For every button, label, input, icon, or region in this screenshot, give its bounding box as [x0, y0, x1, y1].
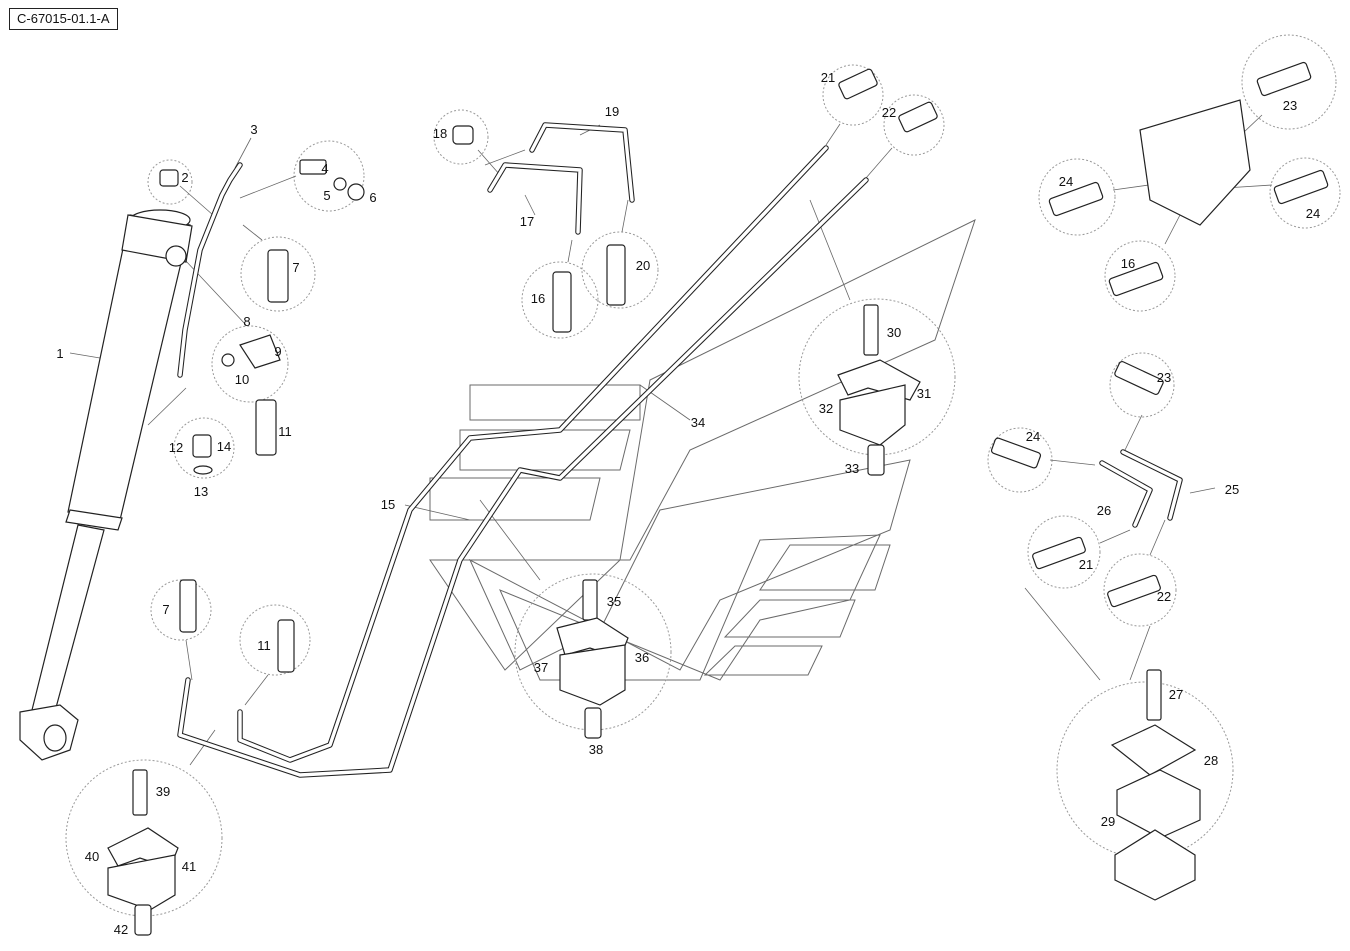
callout-label: 4: [321, 161, 328, 176]
callout-label: 16: [531, 291, 545, 306]
callout-label: 41: [182, 859, 196, 874]
callout-label: 31: [917, 386, 931, 401]
callout-label: 24: [1306, 206, 1320, 221]
callout-label: 42: [114, 922, 128, 937]
callout-label: 39: [156, 784, 170, 799]
callout-label: 11: [257, 638, 271, 653]
callout-label: 5: [323, 188, 330, 203]
callout-label: 13: [194, 484, 208, 499]
callout-label: 23: [1157, 370, 1171, 385]
callout-label: 16: [1121, 256, 1135, 271]
diagram-reference-code: C-67015-01.1-A: [9, 8, 118, 30]
callout-label: 36: [635, 650, 649, 665]
callout-label: 20: [636, 258, 650, 273]
callout-label: 38: [589, 742, 603, 757]
callout-label: 2: [181, 170, 188, 185]
hydraulic-cylinder: [19, 209, 193, 761]
callout-label: 40: [85, 849, 99, 864]
callout-label: 14: [217, 439, 231, 454]
callout-label: 1: [56, 346, 63, 361]
callout-label: 23: [1283, 98, 1297, 113]
callout-label: 10: [235, 372, 249, 387]
callout-label: 27: [1169, 687, 1183, 702]
callout-label: 21: [1079, 557, 1093, 572]
callout-label: 8: [243, 314, 250, 329]
callout-label: 22: [1157, 589, 1171, 604]
fittings: [159, 61, 1329, 673]
leader-lines: [69, 114, 1273, 766]
callout-label: 24: [1059, 174, 1073, 189]
hydraulic-tubes: [177, 122, 1183, 778]
callout-label: 28: [1204, 753, 1218, 768]
callout-label: 12: [169, 440, 183, 455]
tube-clamps: [107, 304, 1201, 936]
callout-label: 37: [534, 660, 548, 675]
callout-label: 9: [274, 344, 281, 359]
callout-label: 6: [369, 190, 376, 205]
callout-label: 24: [1026, 429, 1040, 444]
callout-label: 29: [1101, 814, 1115, 829]
callout-label: 22: [882, 105, 896, 120]
watermark-logo: [429, 219, 976, 681]
callout-label: 7: [162, 602, 169, 617]
callout-label: 35: [607, 594, 621, 609]
callout-circles: [65, 34, 1341, 917]
callout-label: 19: [605, 104, 619, 119]
callout-label: 3: [250, 122, 257, 137]
callout-label: 33: [845, 461, 859, 476]
callout-label: 21: [821, 70, 835, 85]
callout-label: 11: [278, 424, 292, 439]
callout-label: 26: [1097, 503, 1111, 518]
callout-label: 25: [1225, 482, 1239, 497]
callout-label: 18: [433, 126, 447, 141]
callout-label: 7: [292, 260, 299, 275]
callout-label: 30: [887, 325, 901, 340]
callout-label: 34: [691, 415, 705, 430]
callout-label: 15: [381, 497, 395, 512]
callout-label: 32: [819, 401, 833, 416]
callout-label: 17: [520, 214, 534, 229]
